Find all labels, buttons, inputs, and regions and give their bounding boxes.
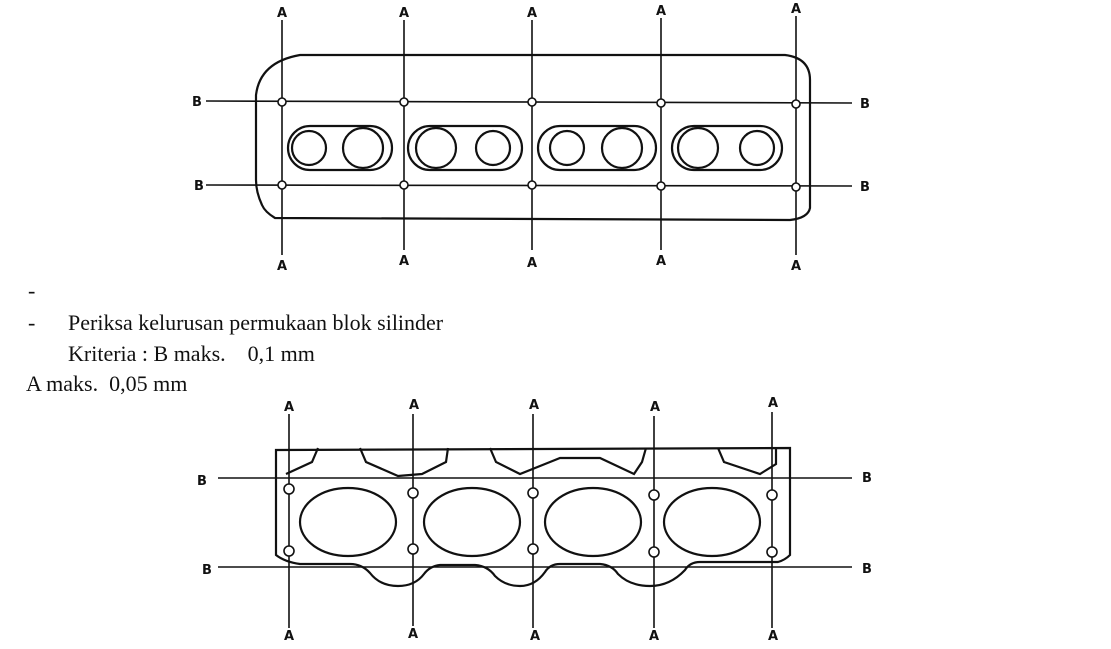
measurement-points [277, 97, 801, 192]
combustion-chamber-3 [536, 124, 658, 172]
cylinder-bore-1 [298, 486, 398, 558]
label-a-bottom-2: A [399, 254, 409, 269]
label-a-bottom-5: A [768, 629, 778, 644]
label-b-left-upper: B [192, 95, 202, 110]
label-b-left-upper: B [197, 474, 207, 489]
cylinder-bore-3 [543, 486, 643, 558]
cylinder-bore-2 [422, 486, 522, 558]
combustion-chamber-1 [286, 124, 394, 172]
cylinder-head-outline [254, 53, 812, 222]
label-a-bottom-4: A [656, 254, 666, 269]
label-a-top-2: A [409, 398, 419, 413]
instruction-title: Periksa kelurusan permukaan blok silinde… [68, 310, 444, 335]
label-a-top-3: A [527, 6, 537, 21]
block-top-edge-detail [285, 447, 778, 478]
cylinder-block-diagram: A A A A A A A A A A B B B B [197, 396, 872, 644]
label-a-bottom-1: A [277, 259, 287, 274]
dash-bullet: - [28, 310, 36, 335]
combustion-chamber-4 [670, 124, 784, 172]
label-a-bottom-4: A [649, 629, 659, 644]
cylinder-block-outline [274, 446, 792, 588]
label-b-right-lower: B [862, 562, 872, 577]
label-a-bottom-5: A [791, 259, 801, 274]
label-a-top-5: A [768, 396, 778, 411]
label-b-right-upper: B [860, 97, 870, 112]
combustion-chamber-2 [406, 124, 524, 172]
label-a-top-1: A [277, 6, 287, 21]
criteria-a-max: A maks. 0,05 mm [26, 371, 188, 396]
cylinder-bore-4 [662, 486, 762, 558]
label-a-top-4: A [650, 400, 660, 415]
label-a-bottom-3: A [530, 629, 540, 644]
label-b-left-lower: B [194, 179, 204, 194]
measurement-points [283, 483, 778, 558]
label-b-left-lower: B [202, 563, 212, 578]
label-a-top-3: A [529, 398, 539, 413]
label-b-right-lower: B [860, 180, 870, 195]
label-a-top-1: A [284, 400, 294, 415]
dash-empty-line: - [28, 278, 36, 303]
label-a-top-4: A [656, 4, 666, 19]
cylinder-head-diagram: A A A A A A A A A A B B B B [192, 2, 870, 274]
label-a-top-2: A [399, 6, 409, 21]
label-a-bottom-1: A [284, 629, 294, 644]
label-b-right-upper: B [862, 471, 872, 486]
label-a-top-5: A [791, 2, 801, 17]
label-a-bottom-2: A [408, 627, 418, 642]
criteria-b-max: Kriteria : B maks. 0,1 mm [68, 341, 315, 366]
label-a-bottom-3: A [527, 256, 537, 271]
